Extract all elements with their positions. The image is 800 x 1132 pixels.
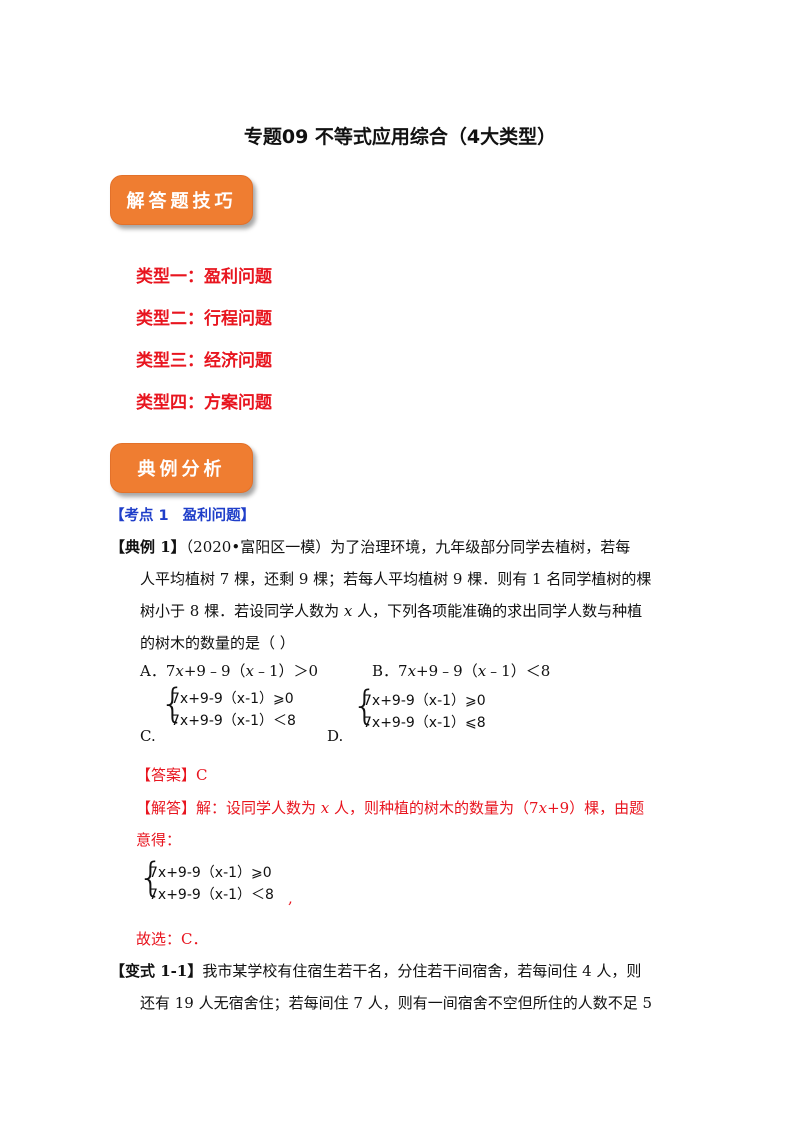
solution-tag: 【解答】 <box>136 799 197 817</box>
option-b: B．7x+9﹣9（x﹣1）＜8 <box>372 662 551 680</box>
option-c-line-2: 7x+9-9（x-1）＜8 <box>171 713 296 729</box>
option-d-line-2: 7x+9-9（x-1）⩽8 <box>363 715 486 731</box>
answer-value: C <box>196 766 208 784</box>
brace-icon: { <box>160 681 186 727</box>
option-c-line-1: 7x+9-9（x-1）⩾0 <box>171 691 294 707</box>
topic-heading: 【考点 1 盈利问题】 <box>110 504 255 525</box>
example-line-2: 人平均植树 7 棵，还剩 9 棵；若每人平均植树 9 棵．则有 1 名同学植树的… <box>140 570 652 588</box>
variant-line-1: 【变式 1-1】我市某学校有住宿生若干名，分住若干间宿舍，若每间住 4 人，则 <box>110 962 642 980</box>
example-tag: 【典例 1】 <box>110 538 186 556</box>
option-d-line-1: 7x+9-9（x-1）⩾0 <box>363 693 486 709</box>
option-d-system: { 7x+9-9（x-1）⩾0 7x+9-9（x-1）⩽8 <box>352 686 502 736</box>
section-badge-examples: 典例分析 <box>110 443 253 493</box>
solution-system-line-2: 7x+9-9（x-1）＜8 <box>149 887 274 903</box>
type-item-4: 类型四：方案问题 <box>136 393 272 413</box>
solution-system-line-1: 7x+9-9（x-1）⩾0 <box>149 865 272 881</box>
option-d-label: D. <box>327 727 344 745</box>
type-item-3: 类型三：经济问题 <box>136 351 272 371</box>
type-item-2: 类型二：行程问题 <box>136 309 272 329</box>
answer-tag: 【答案】 <box>136 766 197 784</box>
solution-comma: , <box>288 889 293 907</box>
variant-tag: 【变式 1-1】 <box>110 962 203 980</box>
topic-name: 盈利问题】 <box>182 508 256 524</box>
solution-choice: 故选：C． <box>136 930 208 948</box>
brace-icon: { <box>352 683 378 729</box>
option-a: A．7x+9﹣9（x﹣1）＞0 <box>140 662 319 680</box>
brace-icon: { <box>138 855 164 901</box>
option-c-system: { 7x+9-9（x-1）⩾0 7x+9-9（x-1）＜8 <box>160 684 310 734</box>
variant-line-2: 还有 19 人无宿舍住；若每间住 7 人，则有一间宿舍不空但所住的人数不足 5 <box>140 994 653 1012</box>
type-item-1: 类型一：盈利问题 <box>136 267 272 287</box>
page-title: 专题09 不等式应用综合（4大类型） <box>243 126 557 148</box>
option-c-label: C. <box>140 727 156 745</box>
answer: 【答案】C <box>136 764 208 785</box>
example-line-3: 树小于 8 棵．若设同学人数为 x 人，下列各项能准确的求出同学人数与种植 <box>140 602 643 620</box>
type-list: 类型一：盈利问题 类型二：行程问题 类型三：经济问题 类型四：方案问题 <box>136 264 272 432</box>
section-badge-skills: 解答题技巧 <box>110 175 253 225</box>
topic-tag: 【考点 1 <box>110 508 169 524</box>
example-line-4: 的树木的数量的是（ ） <box>140 634 295 652</box>
example-line-1: 【典例 1】（2020•富阳区一模）为了治理环境，九年级部分同学去植树，若每 <box>110 538 631 556</box>
solution-line-1: 【解答】解：设同学人数为 x 人，则种植的树木的数量为（7x+9）棵，由题 <box>136 799 645 817</box>
solution-line-2: 意得： <box>136 831 182 849</box>
solution-system: { 7x+9-9（x-1）⩾0 7x+9-9（x-1）＜8 <box>138 858 288 908</box>
